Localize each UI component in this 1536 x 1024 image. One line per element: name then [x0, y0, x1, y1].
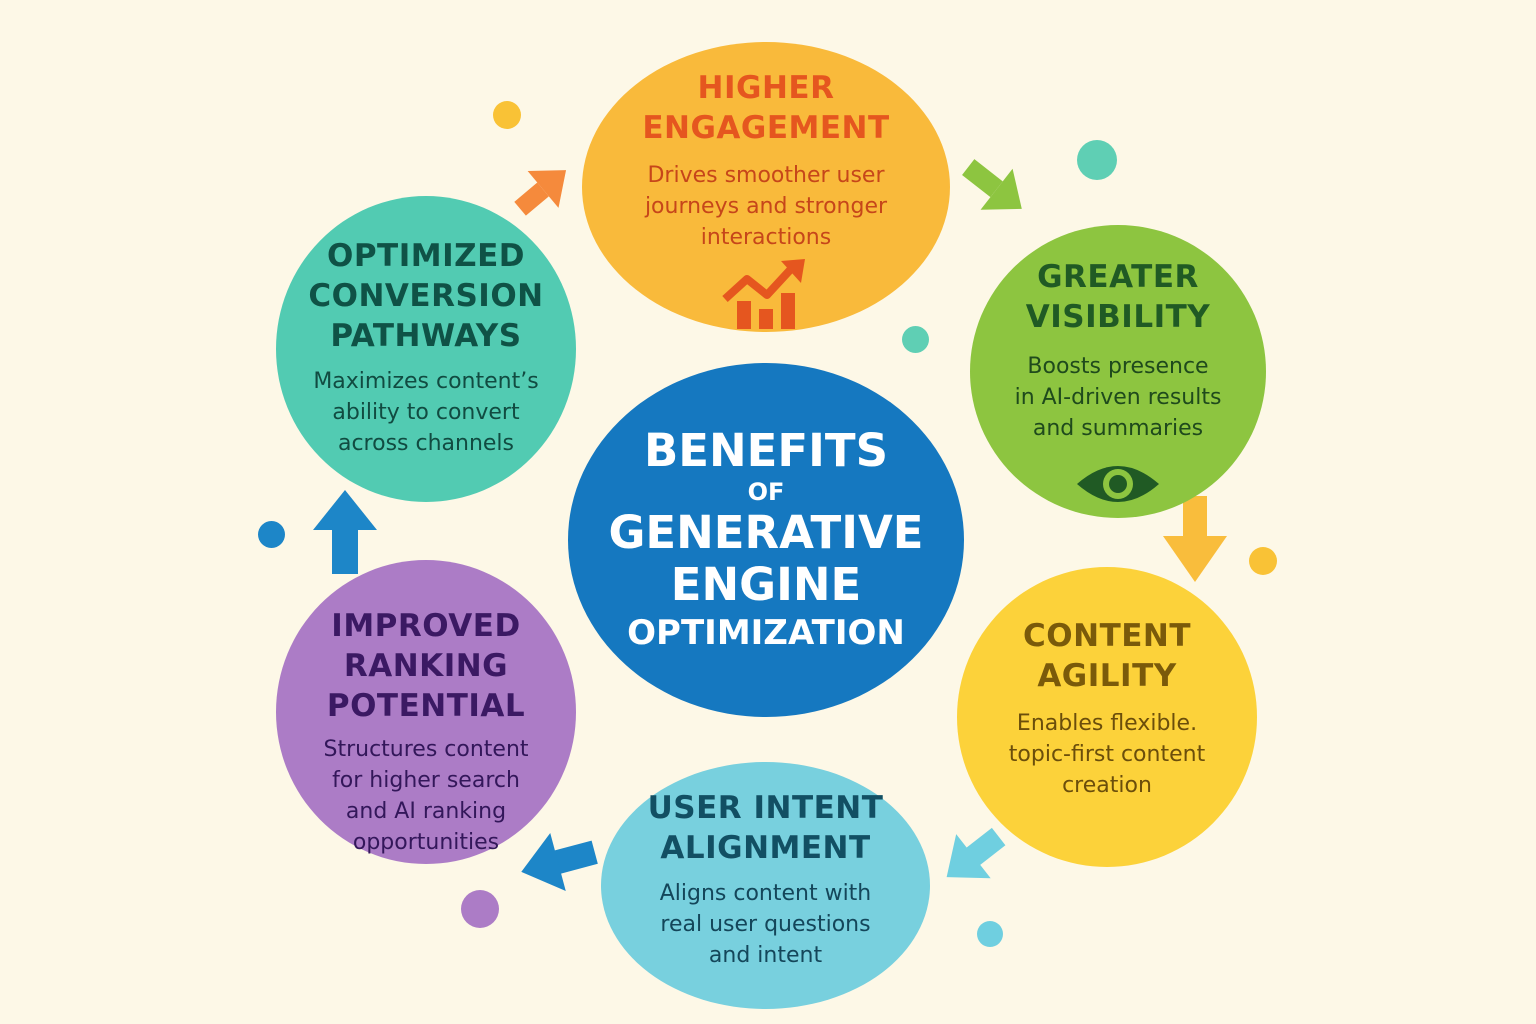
eye-icon [1077, 466, 1159, 502]
decorative-dot [493, 101, 521, 129]
center-title-circle: BENEFITS OF GENERATIVE ENGINE OPTIMIZATI… [568, 363, 964, 717]
title-line: AGILITY [1037, 657, 1177, 694]
benefit-description: Drives smoother user journeys and strong… [621, 160, 911, 253]
title-line: OPTIMIZED [326, 238, 526, 274]
decorative-dot [258, 521, 285, 548]
arrow-to-agility [1163, 496, 1227, 582]
benefit-description: Enables flexible. topic-first content cr… [982, 708, 1232, 801]
benefit-title: USER INTENT ALIGNMENT [648, 788, 884, 868]
benefit-title: HIGHER ENGAGEMENT [642, 68, 889, 148]
desc-line: and AI ranking [345, 799, 507, 824]
title-line: VISIBILITY [1025, 299, 1211, 335]
title-line: POTENTIAL [326, 688, 526, 724]
growth-chart-icon [722, 259, 805, 329]
benefit-description: Maximizes content’s ability to convert a… [296, 366, 556, 459]
desc-line: and intent [708, 943, 823, 968]
arrow-to-ranking [521, 833, 598, 891]
decorative-dot [902, 326, 929, 353]
desc-line: Aligns content with [659, 881, 872, 906]
title-line: PATHWAYS [330, 318, 522, 354]
desc-line: interactions [700, 225, 832, 250]
benefit-content-agility: CONTENT AGILITY Enables flexible. topic-… [957, 567, 1257, 867]
desc-line: Drives smoother user [647, 163, 885, 188]
desc-line: ability to convert [332, 400, 520, 425]
arrow-to-intent [946, 827, 1006, 879]
desc-line: Boosts presence [1027, 354, 1209, 379]
benefit-title: CONTENT AGILITY [1023, 616, 1191, 696]
title-line: HIGHER [697, 70, 835, 106]
benefit-title: IMPROVED RANKING POTENTIAL [327, 606, 525, 726]
title-line: RANKING [343, 648, 509, 684]
desc-line: real user questions [660, 912, 871, 937]
decorative-dot [1249, 547, 1277, 575]
desc-line: creation [1062, 772, 1152, 798]
center-title-line: GENERATIVE [608, 506, 924, 559]
title-line: USER INTENT [647, 790, 884, 826]
desc-line: across channels [337, 431, 515, 456]
benefit-description: Boosts presence in AI-driven results and… [983, 351, 1253, 444]
benefit-higher-engagement: HIGHER ENGAGEMENT Drives smoother user j… [582, 42, 950, 332]
benefit-user-intent-alignment: USER INTENT ALIGNMENT Aligns content wit… [601, 762, 930, 1009]
arrow-to-conversion [313, 490, 377, 574]
desc-line: and summaries [1032, 416, 1204, 441]
desc-line: topic-first content [1008, 741, 1206, 767]
title-line: ENGAGEMENT [642, 110, 890, 146]
benefit-optimized-conversion-pathways: OPTIMIZED CONVERSION PATHWAYS Maximizes … [276, 196, 576, 502]
title-line: IMPROVED [331, 608, 521, 644]
benefit-title: GREATER VISIBILITY [1026, 257, 1210, 337]
desc-line: opportunities [352, 830, 500, 855]
desc-line: Structures content [323, 737, 529, 762]
arrow-to-visibility [962, 159, 1022, 210]
benefit-title: OPTIMIZED CONVERSION PATHWAYS [308, 236, 543, 356]
title-line: ALIGNMENT [660, 830, 871, 866]
benefit-improved-ranking-potential: IMPROVED RANKING POTENTIAL Structures co… [276, 560, 576, 864]
desc-line: journeys and stronger [644, 194, 888, 219]
center-title-line: OF [747, 478, 785, 506]
title-line: CONTENT [1023, 617, 1191, 654]
center-title-line: OPTIMIZATION [627, 613, 905, 653]
decorative-dot [977, 921, 1003, 947]
benefit-description: Aligns content with real user questions … [631, 878, 901, 971]
benefit-greater-visibility: GREATER VISIBILITY Boosts presence in AI… [970, 225, 1266, 518]
desc-line: Maximizes content’s [313, 369, 539, 394]
arrow-to-engagement [514, 170, 567, 216]
center-title-line: ENGINE [670, 558, 862, 611]
desc-line: for higher search [332, 768, 520, 793]
decorative-dot [461, 890, 499, 928]
title-line: GREATER [1037, 259, 1199, 295]
title-line: CONVERSION [308, 278, 544, 314]
center-title-line: BENEFITS [643, 424, 889, 477]
desc-line: Enables flexible. [1016, 710, 1198, 736]
benefit-description: Structures content for higher search and… [301, 734, 551, 858]
decorative-dot [1077, 140, 1117, 180]
desc-line: in AI-driven results [1014, 385, 1222, 410]
